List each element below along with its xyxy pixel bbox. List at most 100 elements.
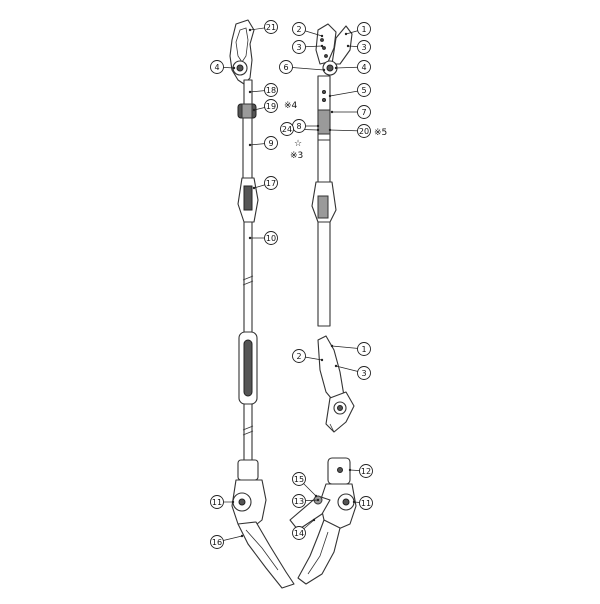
note-5: ※5 xyxy=(374,128,387,138)
callout-c3a: 3 xyxy=(292,40,306,54)
leader-dot-c24 xyxy=(316,128,320,132)
right-handle-assembly xyxy=(289,457,357,585)
callout-c2a: 2 xyxy=(292,22,306,36)
leader-dot-c19 xyxy=(252,108,256,112)
callout-c10: 10 xyxy=(264,231,278,245)
callout-circle xyxy=(357,83,371,97)
right-collar-screw xyxy=(337,467,343,473)
left-handle-arm xyxy=(237,521,295,589)
callout-c18: 18 xyxy=(264,83,278,97)
callout-number: 13 xyxy=(294,497,304,506)
right-head-screw-2 xyxy=(322,98,326,102)
callout-circle xyxy=(210,535,224,549)
callout-c6: 6 xyxy=(279,60,293,74)
leader-dot-c15 xyxy=(314,494,318,498)
callout-c21: 21 xyxy=(264,20,278,34)
callout-number: 15 xyxy=(294,475,304,484)
leader-dot-c6 xyxy=(322,68,326,72)
callout-c16: 16 xyxy=(210,535,224,549)
callout-circle xyxy=(292,40,306,54)
left-pruner-assembly xyxy=(229,19,295,589)
callout-number: 16 xyxy=(212,538,222,547)
callout-number: 5 xyxy=(361,86,366,95)
leader-dot-c18 xyxy=(248,90,252,94)
callout-c7: 7 xyxy=(357,105,371,119)
leader-dot-c4a xyxy=(232,66,236,70)
callout-c5: 5 xyxy=(357,83,371,97)
callout-number: 24 xyxy=(282,125,292,134)
leader-dot-c10 xyxy=(248,236,252,240)
leader-dot-c14 xyxy=(312,518,316,522)
left-clamp-slot xyxy=(243,185,253,211)
callout-number: 1 xyxy=(361,345,366,354)
callout-circle xyxy=(279,60,293,74)
left-tube-break xyxy=(242,275,254,286)
callout-number: 17 xyxy=(266,179,276,188)
leader-dot-c12 xyxy=(348,468,352,472)
left-lower-collar xyxy=(237,459,259,481)
callout-number: 10 xyxy=(266,234,276,243)
left-collar-band xyxy=(241,103,253,119)
callout-number: 20 xyxy=(359,127,369,136)
right-long-tube xyxy=(317,221,331,327)
callout-c24: 24 xyxy=(280,122,294,136)
right-pivot-bolt xyxy=(326,64,334,72)
leader-dot-c11a xyxy=(231,500,235,504)
callout-number: 8 xyxy=(296,122,301,131)
callout-number: 12 xyxy=(361,467,371,476)
callout-circle xyxy=(210,60,224,74)
callout-c4a: 4 xyxy=(210,60,224,74)
left-grip-insert xyxy=(243,339,253,397)
leader-dot-c5 xyxy=(328,94,332,98)
right-pruner-assembly xyxy=(311,23,353,327)
left-head-inner xyxy=(235,27,249,63)
callout-number: 3 xyxy=(361,43,366,52)
callout-circle xyxy=(292,472,306,486)
leader-dot-c16 xyxy=(240,534,244,538)
callout-circle xyxy=(264,99,278,113)
callout-number: 18 xyxy=(266,86,276,95)
callout-circle xyxy=(280,122,294,136)
callout-c19: 19 xyxy=(264,99,278,113)
cutter-detail xyxy=(317,335,355,433)
left-upper-tube xyxy=(242,117,253,179)
callout-circle xyxy=(357,124,371,138)
leader-dot-c1a xyxy=(344,32,348,36)
right-lower-grip xyxy=(297,519,341,585)
callout-number: 14 xyxy=(294,529,304,538)
callout-circle xyxy=(292,526,306,540)
callout-circle xyxy=(264,231,278,245)
leader-dot-c11b xyxy=(352,500,356,504)
callout-circle xyxy=(357,105,371,119)
callout-circle xyxy=(264,176,278,190)
callout-circle xyxy=(357,40,371,54)
callout-c11a: 11 xyxy=(210,495,224,509)
note-star: ☆ xyxy=(294,139,302,149)
callout-c1b: 1 xyxy=(357,342,371,356)
callout-number: 4 xyxy=(214,63,219,72)
left-handle-groove xyxy=(245,529,279,571)
leader-dot-c9 xyxy=(248,143,252,147)
leader-dot-c3c xyxy=(334,364,338,368)
right-upper-tube xyxy=(317,139,331,183)
callout-c15: 15 xyxy=(292,472,306,486)
callout-c3b: 3 xyxy=(357,40,371,54)
callout-number: 4 xyxy=(361,63,366,72)
leader-dot-c4b xyxy=(334,66,338,70)
callout-c1a: 1 xyxy=(357,22,371,36)
callout-number: 3 xyxy=(361,369,366,378)
callout-circle xyxy=(357,366,371,380)
callout-c4b: 4 xyxy=(357,60,371,74)
left-lower-break xyxy=(242,425,254,436)
callout-number: 2 xyxy=(296,25,301,34)
right-head-band xyxy=(317,109,331,135)
callout-c17: 17 xyxy=(264,176,278,190)
callout-c2b: 2 xyxy=(292,349,306,363)
leader-dot-c2b xyxy=(320,358,324,362)
callout-number: 2 xyxy=(296,352,301,361)
note-3: ※3 xyxy=(290,151,303,161)
left-handle-bolt xyxy=(238,498,246,506)
